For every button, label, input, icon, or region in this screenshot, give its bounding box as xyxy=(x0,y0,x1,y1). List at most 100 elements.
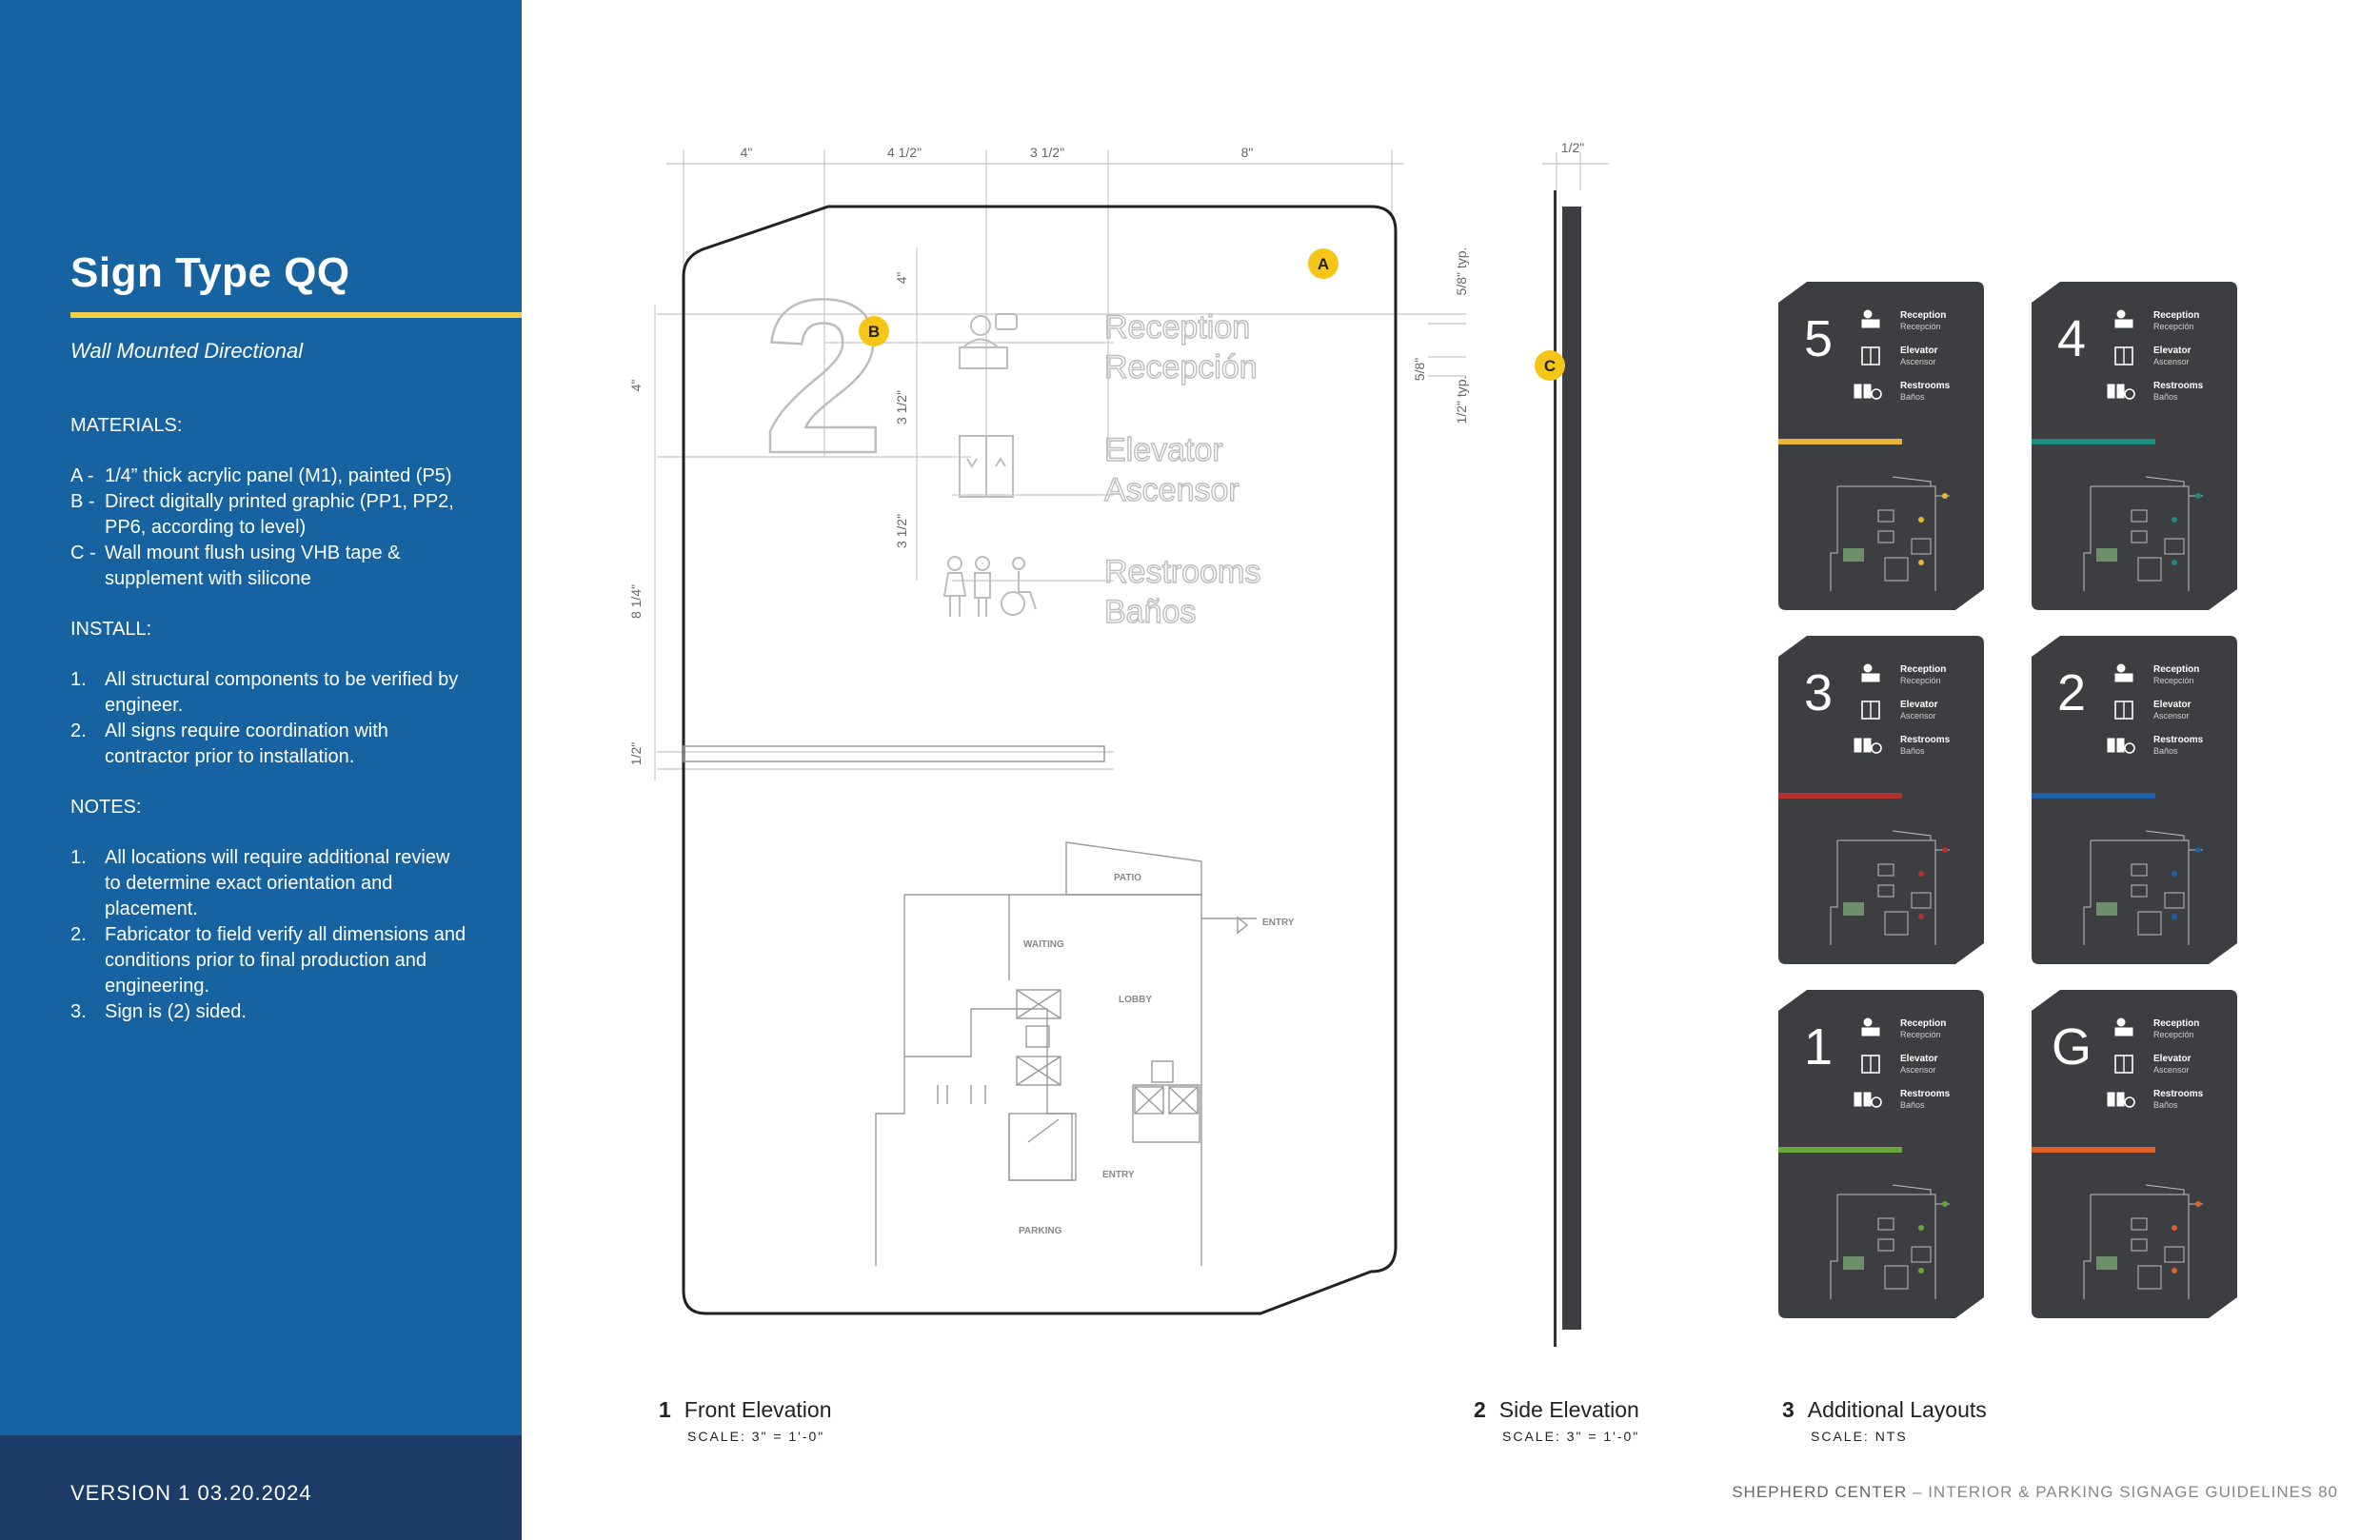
callout-c-label: C xyxy=(1544,357,1556,375)
sign-level-numeral: 5 xyxy=(1804,310,1833,367)
caption-scale: SCALE: 3" = 1'-0" xyxy=(1502,1429,1640,1444)
sign-row-en: Restrooms xyxy=(2153,735,2204,745)
dim-label: 3 1/2" xyxy=(1030,145,1064,160)
install-heading: INSTALL: xyxy=(70,619,152,640)
caption-title: Side Elevation xyxy=(1498,1397,1639,1422)
version-label: VERSION 1 03.20.2024 xyxy=(70,1481,312,1505)
sign-panel-outline xyxy=(682,205,1398,1315)
dimension-labels: 4" 4 1/2" 3 1/2" 8" 4" 8 1/4" 1/2" 4" 3 … xyxy=(628,145,1469,765)
sign-level-numeral: 1 xyxy=(1804,1018,1833,1076)
dest-reception-es: Recepción xyxy=(1104,349,1258,385)
list-item: 1.All structural components to be verifi… xyxy=(70,667,470,719)
reception-icon xyxy=(1861,663,1880,682)
sign-row-en: Elevator xyxy=(1900,1054,1938,1064)
side-elevation-drawing: 1/2" C xyxy=(1535,140,1609,1347)
dim-label: 3 1/2" xyxy=(894,514,909,548)
elevator-icon xyxy=(2114,1055,2133,1074)
mini-floor-plan xyxy=(2083,476,2203,591)
restroom-icon xyxy=(2107,738,2135,754)
level-color-bar xyxy=(1778,439,1902,444)
restroom-icon xyxy=(1854,1092,1882,1108)
elevator-icon xyxy=(1861,701,1880,720)
dim-label: 1/2" typ. xyxy=(1454,376,1469,424)
sign-row-en: Restrooms xyxy=(1900,381,1951,391)
mini-floor-plan xyxy=(1830,476,1950,591)
list-item: 2.All signs require coordination with co… xyxy=(70,719,470,770)
list-mark: 1. xyxy=(70,847,87,868)
sign-row-en: Restrooms xyxy=(2153,381,2204,391)
dest-restrooms-en: Restrooms xyxy=(1104,554,1260,590)
sign-row-es: Recepción xyxy=(2153,676,2194,685)
list-item: C -Wall mount flush using VHB tape & sup… xyxy=(70,541,470,592)
page-footer: SHEPHERD CENTER – INTERIOR & PARKING SIG… xyxy=(1732,1483,2338,1502)
restroom-icon xyxy=(942,556,1037,617)
list-item: 3.Sign is (2) sided. xyxy=(70,999,470,1025)
caption-number: 2 xyxy=(1474,1397,1486,1422)
callout-b-label: B xyxy=(868,323,880,341)
sign-row-es: Recepción xyxy=(2153,322,2194,331)
sign-row-es: Ascensor xyxy=(2153,711,2190,721)
sign-row-es: Ascensor xyxy=(1900,357,1936,366)
sign-level-numeral: 2 xyxy=(2057,664,2086,721)
reception-icon xyxy=(959,313,1018,369)
reception-icon xyxy=(1861,1017,1880,1037)
sign-row-es: Baños xyxy=(2153,746,2178,756)
caption-scale: SCALE: 3" = 1'-0" xyxy=(687,1429,825,1444)
list-item: A -1/4” thick acrylic panel (M1), painte… xyxy=(70,464,470,489)
elevator-icon xyxy=(2114,701,2133,720)
sign-panel xyxy=(1778,282,1984,610)
front-elevation-drawing: 4" 4 1/2" 3 1/2" 8" 4" 8 1/4" 1/2" 4" 3 … xyxy=(628,145,1469,1315)
caption-number: 1 xyxy=(659,1397,671,1422)
map-label-lobby: LOBBY xyxy=(1119,995,1152,1005)
divider-bar xyxy=(683,745,1105,762)
footer-title: – INTERIOR & PARKING SIGNAGE GUIDELINES … xyxy=(1907,1483,2338,1501)
page-subtitle: Wall Mounted Directional xyxy=(70,339,304,363)
map-label-entry-east: ENTRY xyxy=(1262,918,1295,928)
dim-label: 3 1/2" xyxy=(894,390,909,424)
caption-number: 3 xyxy=(1782,1397,1795,1422)
reception-icon xyxy=(1861,309,1880,328)
notes-heading: NOTES: xyxy=(70,797,142,818)
list-mark: A - xyxy=(70,465,94,486)
sign-row-en: Restrooms xyxy=(2153,1089,2204,1099)
callout-c: C xyxy=(1535,350,1565,381)
restroom-icon xyxy=(2107,384,2135,400)
level-color-bar xyxy=(1778,793,1902,799)
reception-icon xyxy=(2114,663,2133,682)
destination-text: Reception Recepción Elevator Ascensor Re… xyxy=(1103,308,1261,630)
sign-row-en: Restrooms xyxy=(1900,1089,1951,1099)
sign-level-numeral: G xyxy=(2052,1018,2092,1076)
elevator-icon xyxy=(2114,346,2133,365)
list-item: 2.Fabricator to field verify all dimensi… xyxy=(70,922,470,999)
map-labels: PATIO ENTRY WAITING LOBBY ENTRY PARKING xyxy=(1019,873,1295,1236)
callout-b: B xyxy=(859,316,889,346)
sign-row-en: Reception xyxy=(2153,310,2199,321)
level-color-bar xyxy=(2032,793,2155,799)
dest-elevator-es: Ascensor xyxy=(1104,472,1240,508)
list-mark: 2. xyxy=(70,924,87,945)
sign-row-es: Baños xyxy=(1900,746,1925,756)
sign-panel xyxy=(1778,990,1984,1318)
level-color-bar xyxy=(2032,1147,2155,1153)
callout-a: A xyxy=(1308,248,1339,279)
dim-label: 4" xyxy=(741,145,753,160)
callout-a-label: A xyxy=(1318,255,1329,273)
dim-label: 8 1/4" xyxy=(628,584,644,619)
dim-label: 5/8" typ. xyxy=(1454,247,1469,296)
materials-heading: MATERIALS: xyxy=(70,415,183,436)
sign-row-en: Reception xyxy=(1900,310,1946,321)
sign-row-en: Elevator xyxy=(1900,346,1938,356)
sign-row-en: Reception xyxy=(2153,1018,2199,1029)
dimension-lines xyxy=(654,150,1466,780)
sign-panel xyxy=(2032,990,2237,1318)
materials-list: A -1/4” thick acrylic panel (M1), painte… xyxy=(70,464,470,592)
title-rule xyxy=(70,312,522,318)
sign-row-en: Reception xyxy=(1900,1018,1946,1029)
elevator-icon xyxy=(1861,1055,1880,1074)
